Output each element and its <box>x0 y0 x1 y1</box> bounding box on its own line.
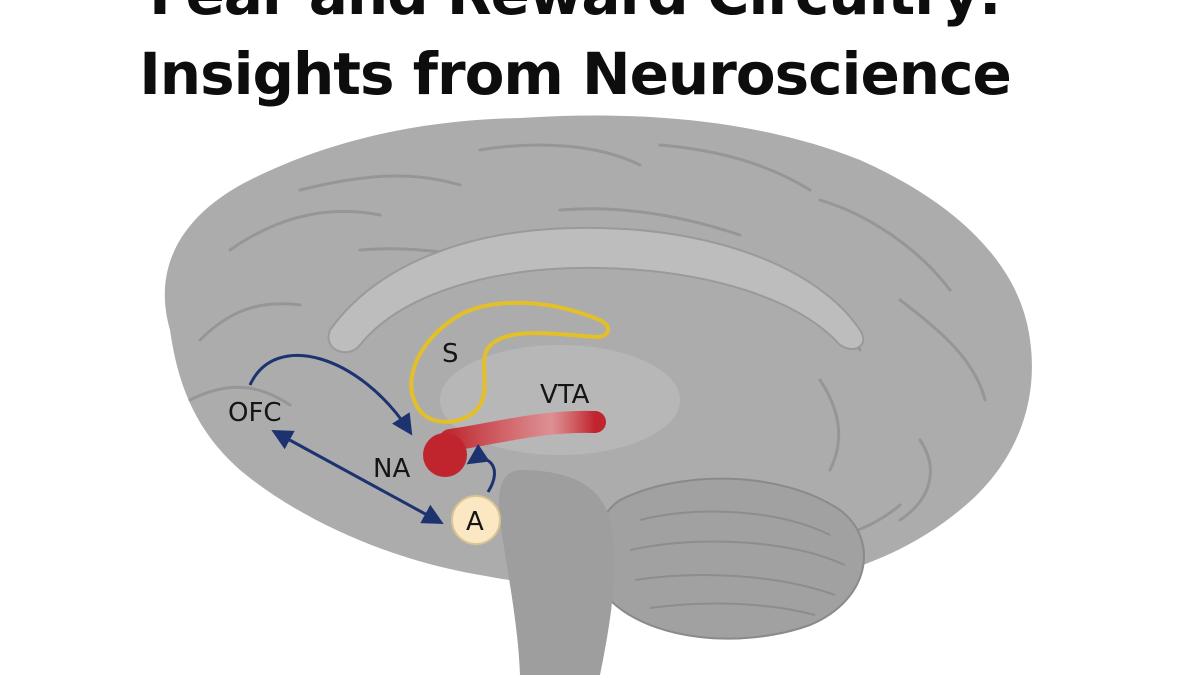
brainstem-shape <box>499 470 615 675</box>
amygdala-node <box>451 495 501 545</box>
title-line-1: Fear and Reward Circuitry: <box>0 0 1150 28</box>
label-vta: VTA <box>540 380 590 410</box>
ofc-amygdala-bidirectional-arrow <box>271 429 444 525</box>
ofc-to-na-arrow <box>248 353 413 436</box>
label-amygdala: A <box>466 507 484 537</box>
amygdala-to-na-arrow <box>466 443 496 493</box>
nucleus-accumbens-node <box>423 433 467 477</box>
label-nucleus-accumbens: NA <box>373 454 410 484</box>
label-striatum: S <box>442 339 459 369</box>
striatum-outline <box>409 300 610 424</box>
title-line-2: Insights from Neuroscience <box>139 40 1012 108</box>
cerebellum-shape <box>593 477 865 640</box>
label-ofc: OFC <box>228 398 282 428</box>
vta-pathway <box>439 410 606 451</box>
cerebellum-folia <box>629 510 846 616</box>
corpus-callosum <box>327 226 865 354</box>
